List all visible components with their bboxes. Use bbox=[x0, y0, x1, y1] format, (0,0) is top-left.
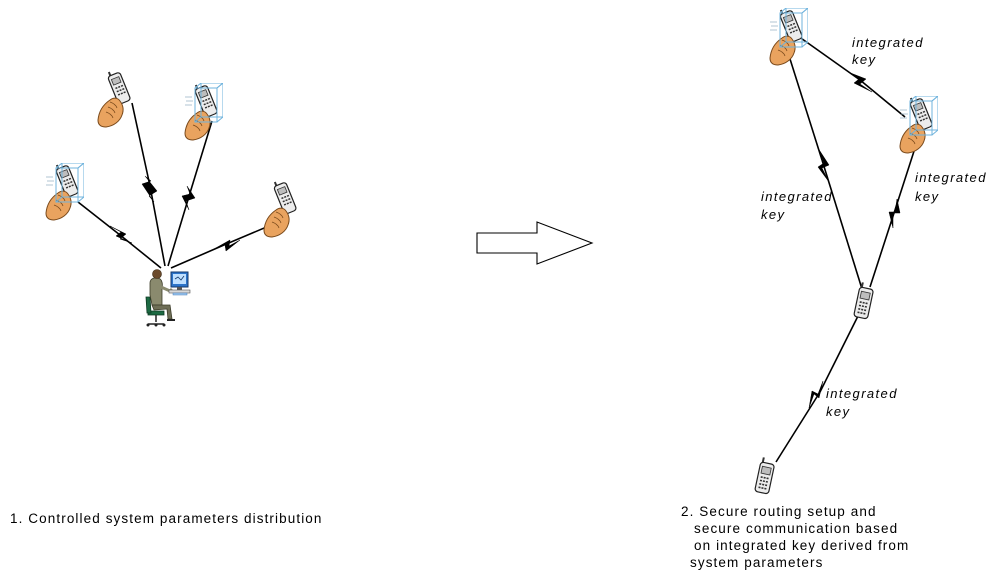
right-caption-line: system parameters bbox=[690, 555, 823, 570]
secure-handset-icon bbox=[900, 94, 938, 153]
left-caption: 1. Controlled system parameters distribu… bbox=[10, 511, 323, 526]
distribution-links bbox=[78, 103, 276, 268]
handset-icon bbox=[755, 457, 776, 494]
link-to-secure-handset-1 bbox=[120, 235, 161, 268]
link-label: key bbox=[761, 207, 786, 222]
right-caption-line: 2. Secure routing setup and bbox=[681, 504, 877, 519]
link-to-handset-2 bbox=[150, 186, 165, 266]
link-label: key bbox=[852, 52, 877, 67]
link-label: integrated bbox=[852, 35, 924, 50]
right-caption-line: on integrated key derived from bbox=[694, 538, 909, 553]
link-right-middle bbox=[895, 145, 916, 210]
link-middle-bottom bbox=[820, 316, 858, 392]
handset-icon bbox=[264, 178, 297, 237]
secure-handset-icon bbox=[770, 6, 808, 65]
link-label: integrated bbox=[826, 386, 898, 401]
secure-handset-icon bbox=[185, 81, 223, 140]
right-caption-line: secure communication based bbox=[694, 521, 898, 536]
link-label: integrated bbox=[761, 189, 833, 204]
link-label: integrated bbox=[915, 170, 987, 185]
link-label: key bbox=[826, 404, 851, 419]
handset-icon bbox=[854, 282, 875, 319]
handset-icon bbox=[98, 68, 131, 127]
operator-at-computer-icon bbox=[146, 270, 190, 327]
link-labels: integrated key integrated key integrated… bbox=[761, 35, 987, 419]
secure-handset-icon bbox=[46, 161, 84, 220]
link-label: key bbox=[915, 189, 940, 204]
right-arrow-icon bbox=[477, 222, 592, 264]
